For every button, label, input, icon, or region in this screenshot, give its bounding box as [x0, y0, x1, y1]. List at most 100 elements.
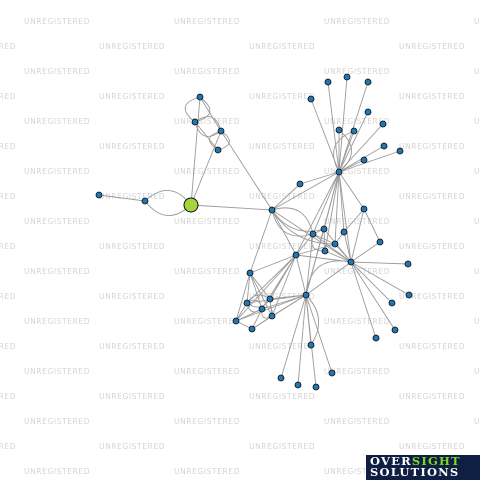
graph-node[interactable] — [331, 240, 339, 248]
graph-edge — [246, 294, 307, 304]
graph-node[interactable] — [340, 228, 348, 236]
graph-node[interactable] — [350, 127, 358, 135]
graph-node[interactable] — [248, 325, 256, 333]
graph-edge — [249, 254, 297, 274]
graph-node[interactable] — [312, 383, 320, 391]
graph-node[interactable] — [277, 374, 285, 382]
watermark-text: UNREGISTERED — [249, 392, 315, 401]
graph-node[interactable] — [328, 369, 336, 377]
graph-edge — [271, 171, 340, 211]
graph-node[interactable] — [360, 156, 368, 164]
graph-edge — [312, 233, 336, 245]
graph-node[interactable] — [364, 108, 372, 116]
graph-node[interactable] — [307, 341, 315, 349]
graph-node[interactable] — [376, 238, 384, 246]
graph-node[interactable] — [405, 291, 413, 299]
graph-node[interactable] — [232, 317, 240, 325]
graph-node[interactable] — [372, 334, 380, 342]
node-layer — [95, 73, 413, 391]
watermark-text: UNREGISTERED — [474, 417, 480, 426]
graph-node[interactable] — [246, 269, 254, 277]
watermark-text: UNREGISTERED — [0, 442, 16, 451]
graph-node[interactable] — [302, 291, 310, 299]
watermark-text: UNREGISTERED — [0, 92, 16, 101]
graph-edge — [271, 207, 314, 235]
watermark-text: UNREGISTERED — [399, 442, 465, 451]
graph-node[interactable] — [266, 295, 274, 303]
graph-edge — [338, 159, 365, 173]
watermark-text: UNREGISTERED — [399, 292, 465, 301]
graph-node[interactable] — [388, 299, 396, 307]
graph-node[interactable] — [292, 251, 300, 259]
graph-node[interactable] — [268, 206, 276, 214]
graph-node[interactable] — [217, 127, 225, 135]
graph-node[interactable] — [307, 95, 315, 103]
graph-node[interactable] — [335, 168, 343, 176]
graph-node[interactable] — [335, 126, 343, 134]
watermark-text: UNREGISTERED — [249, 342, 315, 351]
graph-edge — [190, 130, 222, 206]
watermark-text: UNREGISTERED — [399, 392, 465, 401]
graph-node[interactable] — [243, 299, 251, 307]
graph-edge — [194, 121, 219, 151]
watermark-text: UNREGISTERED — [474, 67, 480, 76]
watermark-text: UNREGISTERED — [249, 442, 315, 451]
watermark-text: UNREGISTERED — [474, 367, 480, 376]
graph-node[interactable] — [343, 73, 351, 81]
graph-edge — [220, 130, 273, 211]
graph-node[interactable] — [309, 230, 317, 238]
watermark-text: UNREGISTERED — [174, 17, 240, 26]
graph-node[interactable] — [294, 381, 302, 389]
watermark-text: UNREGISTERED — [399, 242, 465, 251]
graph-edge — [305, 233, 314, 296]
watermark-text: UNREGISTERED — [174, 67, 240, 76]
watermark-text: UNREGISTERED — [324, 167, 390, 176]
watermark-text: UNREGISTERED — [0, 242, 16, 251]
graph-node[interactable] — [196, 93, 204, 101]
graph-node[interactable] — [347, 258, 355, 266]
focus-node[interactable] — [183, 197, 199, 213]
watermark-text: UNREGISTERED — [0, 42, 16, 51]
graph-edge — [312, 171, 340, 235]
graph-node[interactable] — [321, 247, 329, 255]
graph-node[interactable] — [379, 120, 387, 128]
graph-node[interactable] — [391, 326, 399, 334]
watermark-text: UNREGISTERED — [399, 42, 465, 51]
graph-node[interactable] — [324, 78, 332, 86]
graph-edge — [334, 243, 352, 263]
graph-node[interactable] — [95, 191, 103, 199]
graph-node[interactable] — [214, 146, 222, 154]
graph-edge — [327, 81, 340, 173]
graph-node[interactable] — [360, 205, 368, 213]
graph-edge — [235, 308, 263, 322]
watermark-text: UNREGISTERED — [174, 267, 240, 276]
graph-edge — [295, 171, 340, 256]
watermark-text: UNREGISTERED — [399, 92, 465, 101]
watermark-text: UNREGISTERED — [99, 392, 165, 401]
watermark-text: UNREGISTERED — [99, 442, 165, 451]
graph-node[interactable] — [191, 118, 199, 126]
watermark-text: UNREGISTERED — [399, 342, 465, 351]
graph-node[interactable] — [320, 225, 328, 233]
graph-node[interactable] — [268, 312, 276, 320]
watermark-text: UNREGISTERED — [324, 467, 390, 476]
graph-edge — [271, 254, 297, 317]
graph-node[interactable] — [141, 197, 149, 205]
graph-node[interactable] — [296, 180, 304, 188]
graph-node[interactable] — [396, 147, 404, 155]
watermark-text: UNREGISTERED — [99, 242, 165, 251]
watermark-text: UNREGISTERED — [474, 167, 480, 176]
graph-edge — [249, 209, 273, 274]
watermark-text: UNREGISTERED — [99, 142, 165, 151]
graph-edge — [333, 130, 355, 173]
watermark-text: UNREGISTERED — [24, 167, 90, 176]
graph-edge — [235, 254, 297, 322]
graph-node[interactable] — [258, 305, 266, 313]
graph-node[interactable] — [380, 142, 388, 150]
graph-edge — [305, 294, 333, 374]
graph-edge — [350, 261, 409, 265]
graph-node[interactable] — [404, 260, 412, 268]
graph-node[interactable] — [364, 78, 372, 86]
watermark-text: UNREGISTERED — [0, 392, 16, 401]
